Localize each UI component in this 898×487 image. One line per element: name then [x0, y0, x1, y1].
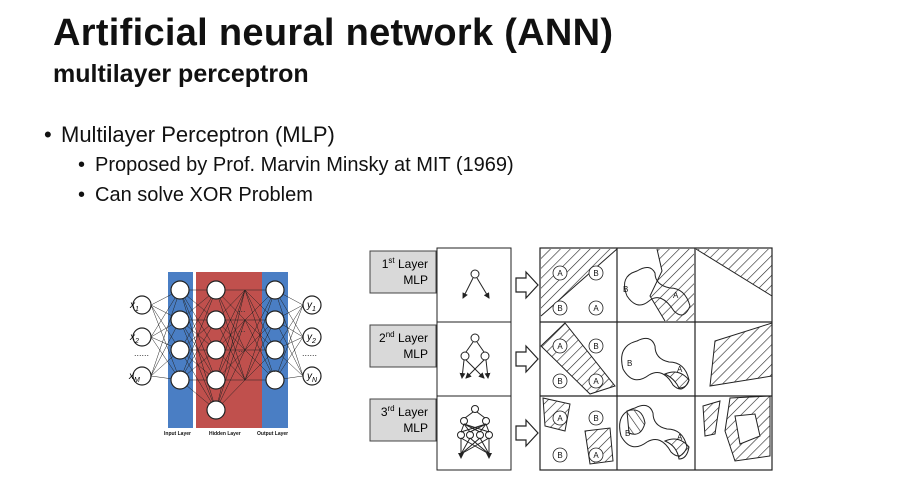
region-cell [540, 248, 773, 322]
row-label-3: 3rd Layer MLP [369, 398, 437, 442]
mlp-regions-figure: 1st Layer MLP 2nd Layer MLP 3rd Layer ML… [369, 247, 773, 471]
svg-text:...: ... [238, 344, 246, 354]
output-label: y2 [306, 332, 316, 345]
region-label-a: A [593, 451, 599, 460]
hidden-neuron [206, 280, 226, 300]
bullet-list: • Multilayer Perceptron (MLP) • Proposed… [44, 120, 514, 210]
neural-network-diagram: x1 x2 xM y1 y2 yN ............ ...... ..… [128, 272, 322, 437]
region-label-b: B [593, 269, 598, 278]
input-layer-neuron [170, 310, 190, 330]
output-layer-neuron [265, 310, 285, 330]
hidden-neuron [206, 310, 226, 330]
region-label-a: A [677, 365, 683, 374]
svg-text:...: ... [238, 304, 246, 314]
region-label-b: B [623, 285, 628, 294]
svg-text:......: ...... [302, 348, 317, 358]
arrow-right-icon [515, 270, 539, 300]
region-label-b: B [557, 377, 562, 386]
region-label-b: B [557, 304, 562, 313]
svg-text:MLP: MLP [403, 421, 428, 435]
region-label-b: B [593, 342, 598, 351]
sub-bullet-text: Can solve XOR Problem [95, 183, 313, 206]
bullet-item: • Multilayer Perceptron (MLP) [44, 120, 514, 150]
sub-bullet-item: • Can solve XOR Problem [78, 180, 514, 210]
row-label-1: 1st Layer MLP [369, 250, 437, 294]
svg-text:2nd Layer: 2nd Layer [379, 330, 428, 345]
arrow-right-icon [515, 344, 539, 374]
mini-network-3 [457, 405, 493, 459]
region-label-a: A [673, 291, 679, 300]
region-label-b: B [625, 429, 630, 438]
input-label: xM [128, 371, 140, 384]
input-label: x1 [129, 300, 139, 313]
output-layer-neuron [265, 340, 285, 360]
slide-title: Artificial neural network (ANN) [53, 12, 614, 54]
output-label: y1 [306, 300, 316, 313]
output-neuron [302, 295, 322, 315]
hidden-neuron [206, 340, 226, 360]
input-neuron [132, 327, 152, 347]
svg-text:MLP: MLP [403, 273, 428, 287]
svg-text:MLP: MLP [403, 347, 428, 361]
output-neuron [302, 327, 322, 347]
hidden-neuron [206, 400, 226, 420]
output-neuron [302, 366, 322, 386]
input-neuron [132, 295, 152, 315]
mini-network-1 [462, 269, 490, 299]
sub-bullet-text: Proposed by Prof. Marvin Minsky at MIT (… [95, 153, 514, 176]
region-label-b: B [627, 359, 632, 368]
region-label-a: A [557, 414, 563, 423]
input-layer-neuron [170, 280, 190, 300]
hidden-layer-label: Hidden Layer [209, 431, 241, 437]
region-label-b: B [557, 451, 562, 460]
region-label-a: A [557, 269, 563, 278]
region-label-b: B [593, 414, 598, 423]
svg-text:...: ... [176, 364, 184, 374]
hidden-neuron [206, 370, 226, 390]
arrow-right-icon [515, 418, 539, 448]
output-label: yN [306, 371, 318, 384]
svg-text:......: ...... [134, 348, 149, 358]
region-cell [542, 395, 771, 465]
output-layer-neuron [265, 280, 285, 300]
region-label-a: A [557, 342, 563, 351]
svg-text:3rd Layer: 3rd Layer [381, 404, 428, 419]
sub-bullet-item: • Proposed by Prof. Marvin Minsky at MIT… [78, 150, 514, 180]
slide-subtitle: multilayer perceptron [53, 60, 309, 88]
svg-text:...: ... [238, 324, 246, 334]
input-layer-label: Input Layer [164, 431, 191, 437]
region-label-a: A [593, 377, 599, 386]
bullet-dot-icon: • [44, 122, 52, 147]
region-label-a: A [677, 433, 683, 442]
input-neuron [132, 366, 152, 386]
svg-text:1st Layer: 1st Layer [382, 256, 428, 271]
bullet-dot-icon: • [78, 153, 86, 176]
input-layer-neuron [170, 340, 190, 360]
region-label-a: A [593, 304, 599, 313]
input-label: x2 [129, 332, 139, 345]
svg-text:...: ... [268, 364, 276, 374]
mini-network-2 [459, 333, 491, 379]
row-label-2: 2nd Layer MLP [369, 324, 437, 368]
region-cell [540, 322, 773, 395]
bullet-dot-icon: • [78, 183, 86, 206]
output-layer-label: Output Layer [257, 431, 288, 437]
input-layer-neuron [170, 370, 190, 390]
output-layer-neuron [265, 370, 285, 390]
bullet-text: Multilayer Perceptron (MLP) [61, 122, 335, 147]
